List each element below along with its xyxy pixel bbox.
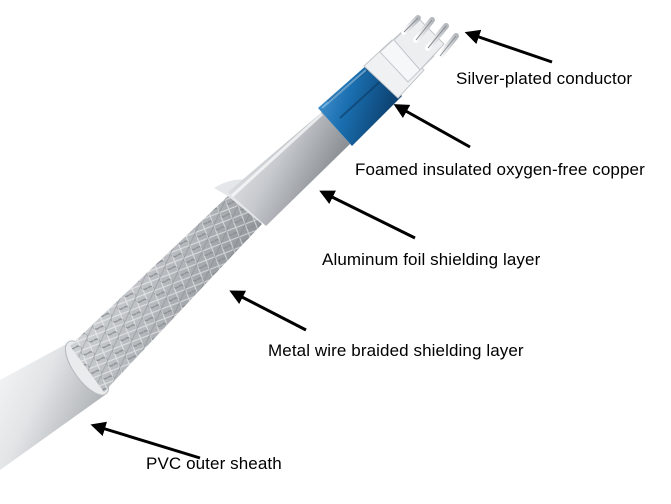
label-braided-shield: Metal wire braided shielding layer [268, 341, 524, 360]
arrow-outer-sheath [90, 421, 201, 460]
label-aluminum-foil-shield: Aluminum foil shielding layer [322, 250, 541, 269]
label-pvc-outer-sheath: PVC outer sheath [146, 454, 282, 473]
arrow-conductor [464, 29, 553, 64]
arrow-foil-shield [319, 190, 416, 240]
callout-arrows [90, 29, 553, 460]
arrow-foam-insulation [393, 104, 471, 149]
silver-conductor-wires [401, 15, 459, 59]
braided-shield-layer [70, 179, 268, 392]
label-silver-plated-conductor: Silver-plated conductor [456, 69, 633, 88]
aluminum-foil-layer [228, 112, 350, 226]
arrow-braid-shield [229, 290, 307, 332]
label-foamed-insulation: Foamed insulated oxygen-free copper [355, 160, 645, 179]
foam-insulation-layer [318, 64, 402, 146]
